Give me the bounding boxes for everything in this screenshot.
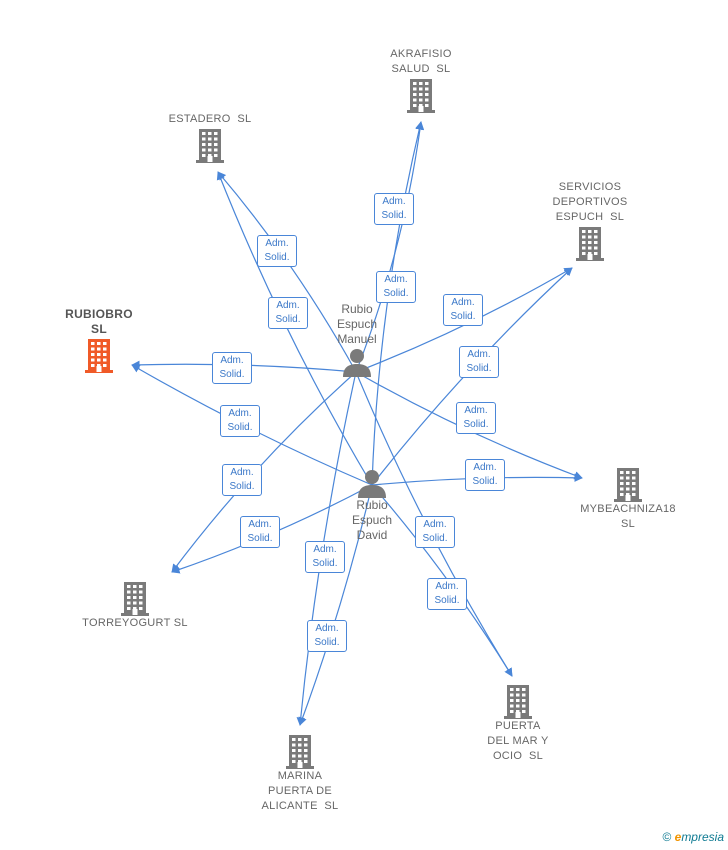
role-badge[interactable]: Adm. Solid. <box>376 271 416 303</box>
building-icon <box>286 735 314 769</box>
role-badge[interactable]: Adm. Solid. <box>307 620 347 652</box>
company-label: ESTADERO SL <box>168 113 252 125</box>
person-label: Rubio Espuch Manuel <box>336 302 378 346</box>
role-badge-line: Solid. <box>472 476 498 487</box>
role-badge-line: Solid. <box>314 637 340 648</box>
role-badge[interactable]: Adm. Solid. <box>443 294 483 326</box>
company-label: MYBEACHNIZA18 SL <box>580 503 676 530</box>
role-badge-line: Adm. <box>451 297 475 308</box>
role-badge-line: Adm. <box>423 519 447 530</box>
role-badge-line: Adm. <box>276 300 300 311</box>
role-badge-line: Adm. <box>313 544 337 555</box>
company-label: AKRAFISIO SALUD SL <box>390 48 452 75</box>
role-badge-line: Adm. <box>473 462 497 473</box>
role-badge[interactable]: Adm. Solid. <box>268 297 308 329</box>
role-badge[interactable]: Adm. Solid. <box>427 578 467 610</box>
brand-logo-text: mpresia <box>681 830 724 844</box>
role-badge-line: Solid. <box>264 252 290 263</box>
company-marina-puerta-de-alicante[interactable]: MARINA PUERTA DE ALICANTE SL <box>245 733 355 814</box>
role-badge-line: Solid. <box>275 314 301 325</box>
role-badge-line: Solid. <box>247 533 273 544</box>
relation-edge-david-puerta <box>371 484 513 677</box>
copyright-icon: © <box>662 830 672 844</box>
role-badge[interactable]: Adm. Solid. <box>212 352 252 384</box>
person-icon <box>358 470 386 498</box>
role-badge-line: Solid. <box>463 419 489 430</box>
person-rubio-espuch-manuel[interactable]: Rubio Espuch Manuel <box>327 302 387 377</box>
role-badge[interactable]: Adm. Solid. <box>222 464 262 496</box>
role-badge[interactable]: Adm. Solid. <box>456 402 496 434</box>
person-label: Rubio Espuch David <box>351 498 393 542</box>
relation-edge-manuel-estadero <box>217 171 357 373</box>
role-badge-line: Solid. <box>381 210 407 221</box>
brand-logo-initial: e <box>674 830 682 844</box>
relation-edge-david-estadero <box>216 171 373 486</box>
company-mybeachniza18[interactable]: MYBEACHNIZA18 SL <box>568 466 688 532</box>
role-badge-line: Solid. <box>450 311 476 322</box>
company-akrafisio-salud[interactable]: AKRAFISIO SALUD SL <box>371 47 471 113</box>
role-badge-line: Adm. <box>435 581 459 592</box>
role-badge-line: Solid. <box>312 558 338 569</box>
role-badge-line: Adm. <box>467 349 491 360</box>
company-torreyogurt[interactable]: TORREYOGURT SL <box>70 580 200 631</box>
company-rubiobro[interactable]: RUBIOBRO SL <box>54 307 144 373</box>
role-badge[interactable]: Adm. Solid. <box>257 235 297 267</box>
role-badge-line: Solid. <box>227 422 253 433</box>
role-badge[interactable]: Adm. Solid. <box>374 193 414 225</box>
role-badge[interactable]: Adm. Solid. <box>305 541 345 573</box>
role-badge-line: Solid. <box>219 369 245 380</box>
role-badge-line: Adm. <box>384 274 408 285</box>
role-badge[interactable]: Adm. Solid. <box>240 516 280 548</box>
role-badge-line: Adm. <box>228 408 252 419</box>
role-badge-line: Adm. <box>220 355 244 366</box>
role-badge-line: Adm. <box>464 405 488 416</box>
role-badge-line: Solid. <box>422 533 448 544</box>
role-badge-line: Solid. <box>434 595 460 606</box>
footer: © empresia <box>662 830 724 844</box>
role-badge-line: Adm. <box>230 467 254 478</box>
role-badge-line: Solid. <box>466 363 492 374</box>
company-estadero[interactable]: ESTADERO SL <box>150 112 270 163</box>
role-badge-line: Adm. <box>265 238 289 249</box>
building-icon <box>504 685 532 719</box>
building-icon <box>576 227 604 261</box>
role-badge[interactable]: Adm. Solid. <box>220 405 260 437</box>
building-icon <box>85 339 113 373</box>
company-puerta-del-mar-y-ocio[interactable]: PUERTA DEL MAR Y OCIO SL <box>468 683 568 764</box>
role-badge-line: Adm. <box>248 519 272 530</box>
role-badge-line: Solid. <box>383 288 409 299</box>
role-badge-line: Adm. <box>382 196 406 207</box>
relation-edge-david-marina <box>298 484 373 726</box>
company-label: MARINA PUERTA DE ALICANTE SL <box>261 770 339 812</box>
company-label: TORREYOGURT SL <box>82 617 188 629</box>
person-icon <box>343 349 371 377</box>
building-icon <box>196 129 224 163</box>
role-badge[interactable]: Adm. Solid. <box>459 346 499 378</box>
person-rubio-espuch-david[interactable]: Rubio Espuch David <box>342 468 402 543</box>
company-label: SERVICIOS DEPORTIVOS ESPUCH SL <box>552 181 628 223</box>
company-label: PUERTA DEL MAR Y OCIO SL <box>487 720 549 762</box>
role-badge[interactable]: Adm. Solid. <box>415 516 455 548</box>
building-icon <box>121 582 149 616</box>
building-icon <box>407 79 435 113</box>
role-badge[interactable]: Adm. Solid. <box>465 459 505 491</box>
company-label: RUBIOBRO SL <box>65 307 133 336</box>
role-badge-line: Solid. <box>229 481 255 492</box>
building-icon <box>614 468 642 502</box>
company-servicios-deportivos-espuch[interactable]: SERVICIOS DEPORTIVOS ESPUCH SL <box>540 180 640 261</box>
role-badge-line: Adm. <box>315 623 339 634</box>
